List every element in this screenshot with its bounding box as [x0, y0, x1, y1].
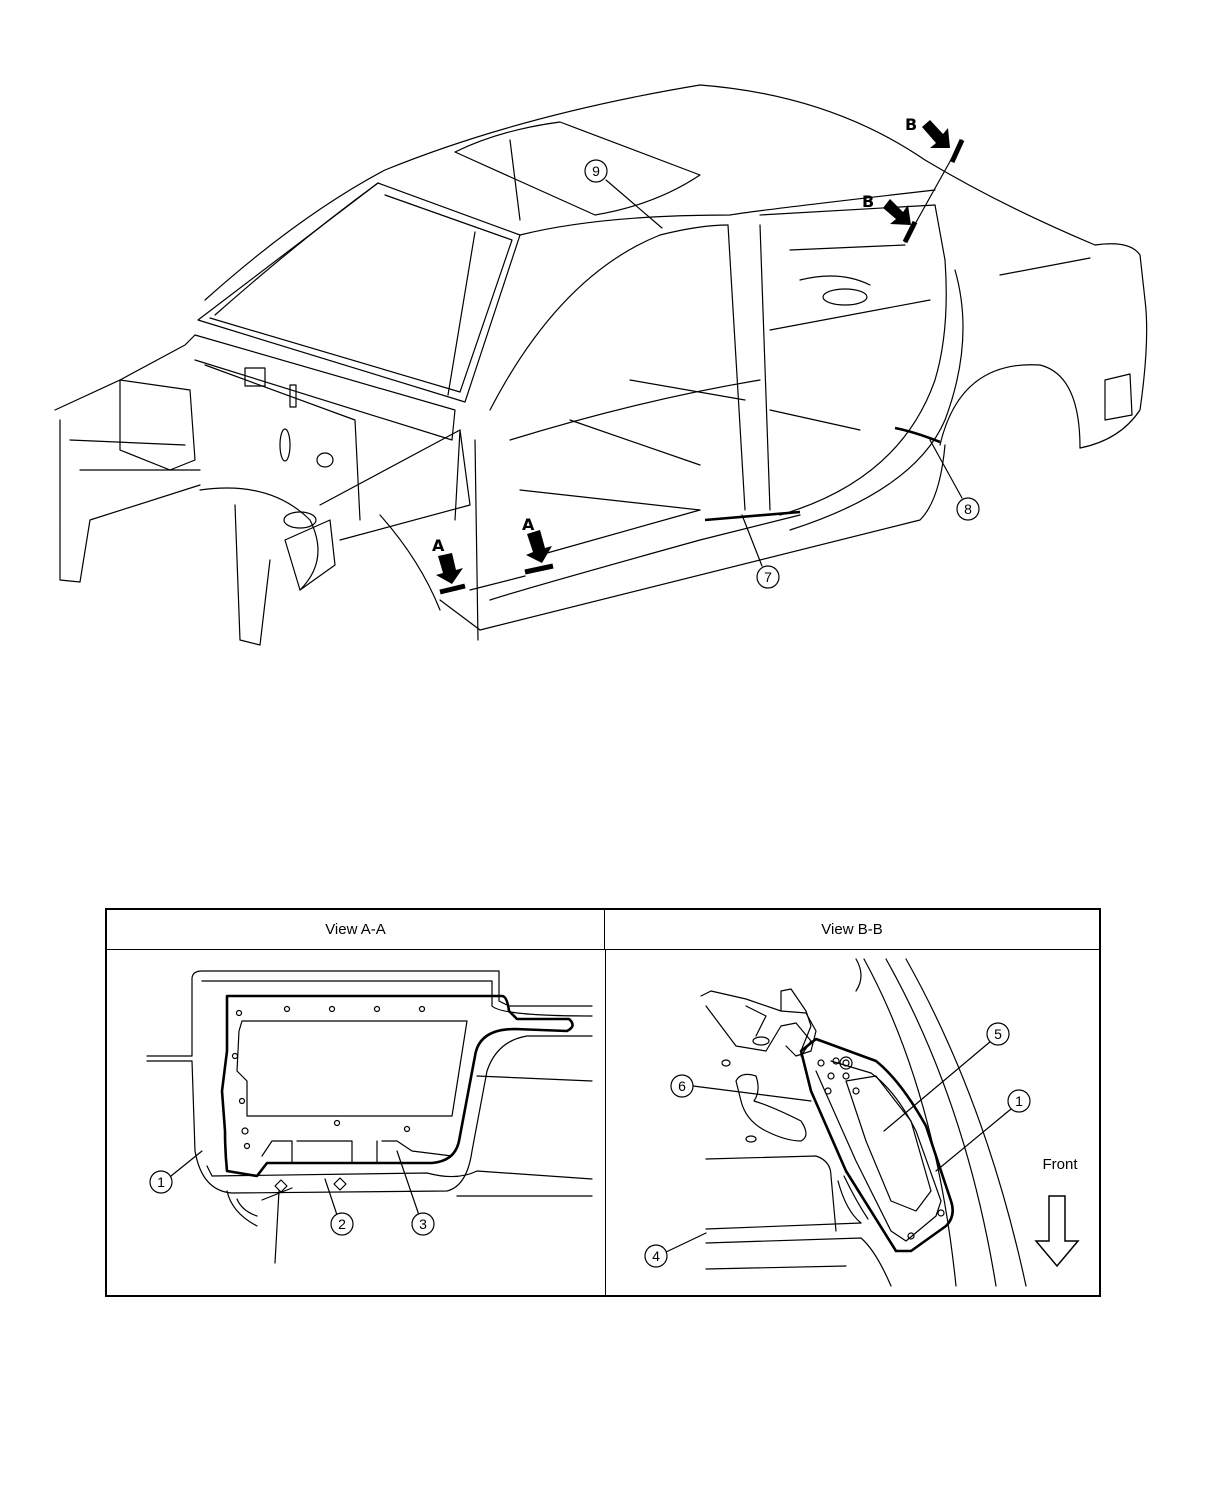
view-b-callout-6: 6: [670, 1074, 694, 1098]
svg-text:1: 1: [157, 1174, 165, 1190]
view-b-callout-4: 4: [644, 1244, 668, 1268]
svg-text:6: 6: [678, 1078, 686, 1094]
view-a-a-title: View A-A: [107, 910, 605, 950]
svg-text:2: 2: [338, 1216, 346, 1232]
front-label: Front: [1042, 1156, 1078, 1173]
label-b-top: B: [905, 115, 917, 134]
view-b-callout-1: 1: [1007, 1089, 1031, 1113]
callout-9: 9: [584, 159, 608, 183]
svg-text:3: 3: [419, 1216, 427, 1232]
svg-text:5: 5: [994, 1026, 1002, 1042]
view-divider: [605, 950, 606, 1295]
section-a-arrow-left: [436, 553, 463, 584]
section-b-arrow-top: [922, 120, 950, 148]
section-b-arrow-lower: [883, 199, 911, 225]
view-a-callout-3: 3: [411, 1212, 435, 1236]
view-b-b-title: View B-B: [605, 910, 1099, 950]
view-b-callout-5: 5: [986, 1022, 1010, 1046]
section-a-arrow-right: [526, 530, 552, 563]
section-views-table: View A-A View B-B: [105, 908, 1101, 1297]
view-b-b-drawing: Front 6 5 1 4: [644, 958, 1080, 1287]
label-a-right: A: [522, 515, 535, 534]
callout-7: 7: [756, 565, 780, 589]
car-body-illustration: A A B B 9 7 8: [54, 84, 1148, 646]
view-a-callout-1: 1: [149, 1170, 173, 1194]
svg-text:7: 7: [764, 569, 772, 585]
front-arrow: [1034, 1195, 1080, 1268]
view-a-callout-2: 2: [330, 1212, 354, 1236]
svg-text:9: 9: [592, 163, 600, 179]
label-b-lower: B: [862, 192, 874, 211]
callout-8: 8: [956, 497, 980, 521]
label-a-left: A: [432, 536, 445, 555]
svg-text:8: 8: [964, 501, 972, 517]
view-a-a-drawing: 1 2 3: [146, 970, 593, 1264]
svg-text:1: 1: [1015, 1093, 1023, 1109]
svg-text:4: 4: [652, 1248, 660, 1264]
